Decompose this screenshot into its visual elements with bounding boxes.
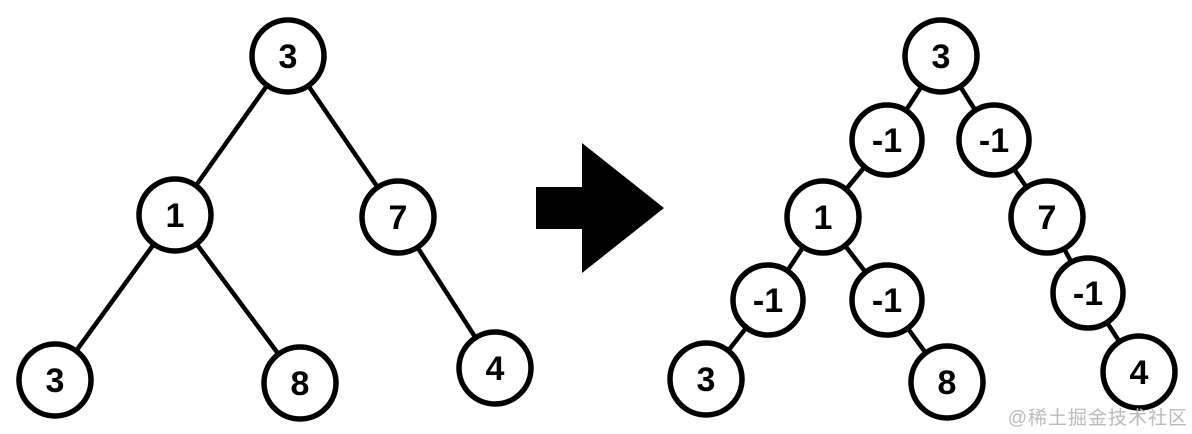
tree-node-label: 1 [814,199,833,237]
arrow-right-icon [536,143,664,273]
tree-node-circle [136,176,214,254]
tree-node-circle [261,344,339,422]
tree-node-label: 8 [938,364,957,402]
tree-node-label: 3 [279,38,298,76]
tree-node-label: 1 [166,197,185,235]
original-tree: 3 1 7 3 8 4 [16,17,534,422]
tree-node-circle [16,341,94,419]
tree-node-label: -1 [872,282,902,320]
tree-node-label: 3 [46,362,65,400]
tree-node-label: 3 [697,361,716,399]
tree-node-label: -1 [979,122,1009,160]
transformed-tree: 3 -1 -1 1 7 -1 -1 -1 3 8 4 [667,17,1178,421]
tree-node-label: -1 [1073,275,1103,313]
tree-node-circle [784,178,862,256]
tree-node-circle [667,340,745,418]
tree-node-circle [456,329,534,407]
tree-node-circle [849,262,925,338]
tree-node-label: 8 [291,365,310,403]
tree-node-circle [956,102,1032,178]
tree-node-circle [249,17,327,95]
watermark: @稀土掘金技术社区 [1007,408,1188,429]
tree-node-label: 3 [932,38,951,76]
tree-node-label: -1 [753,282,783,320]
tree-node-circle [1050,255,1126,331]
tree-node-circle [359,178,437,256]
transform-arrow [536,143,664,273]
tree-node-label: 7 [389,199,408,237]
tree-node-circle [849,102,925,178]
tree-node-circle [1100,333,1178,411]
tree-node-circle [902,17,980,95]
tree-node-circle [908,343,986,421]
tree-node-label: -1 [872,122,902,160]
tree-node-label: 7 [1038,199,1057,237]
tree-node-label: 4 [1130,354,1149,392]
tree-node-circle [730,262,806,338]
tree-node-circle [1008,178,1086,256]
tree-node-label: 4 [486,350,505,388]
